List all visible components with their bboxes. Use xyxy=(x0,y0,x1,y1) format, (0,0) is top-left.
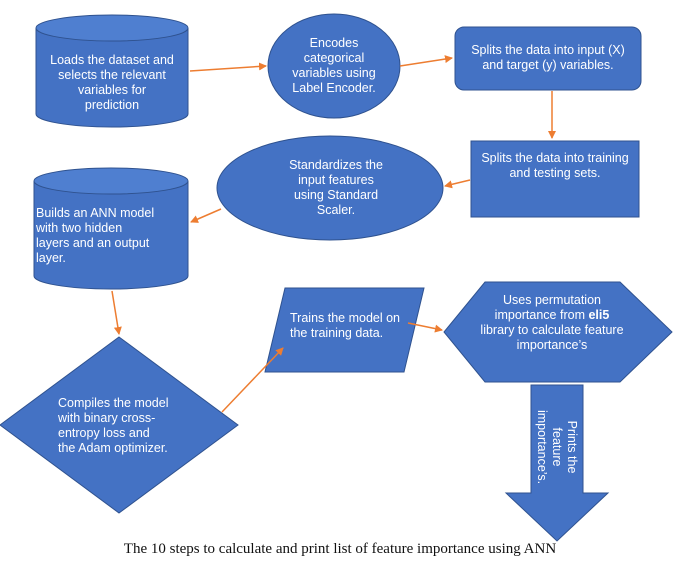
step-3-rounded-rect-shape xyxy=(454,26,642,91)
connector-8-to-9 xyxy=(407,322,443,333)
connector-5-to-6 xyxy=(190,208,222,223)
step-9-text: Uses permutation importance from eli5 li… xyxy=(476,292,628,354)
step-1-text: Loads the dataset and selects the releva… xyxy=(50,53,174,112)
step-7-text: Compiles the model with binary cross-ent… xyxy=(58,396,169,455)
step-5-ellipse-shape xyxy=(216,135,444,241)
step-4-rect-shape xyxy=(470,140,640,218)
figure-caption: The 10 steps to calculate and print list… xyxy=(123,541,557,557)
step-7-diamond-shape xyxy=(0,336,239,514)
connector-7-to-8 xyxy=(221,347,284,413)
step-4-text: Splits the data into training and testin… xyxy=(481,151,629,180)
step-8-parallelogram-shape xyxy=(264,287,425,373)
connector-1-to-2 xyxy=(189,62,267,72)
connector-6-to-7 xyxy=(111,290,122,335)
connector-4-to-5 xyxy=(444,179,471,189)
step-9-hexagon-shape xyxy=(443,281,673,383)
connector-2-to-3 xyxy=(399,55,453,67)
step-3-text: Splits the data into input (X) and targe… xyxy=(471,43,625,72)
step-10-down-arrow-shape xyxy=(504,384,610,542)
step-5-text: Standardizes the input features using St… xyxy=(289,158,383,217)
step-6-text: Builds an ANN model with two hidden laye… xyxy=(36,206,155,265)
step-1-cylinder-shape xyxy=(35,14,189,128)
step-8-text: Trains the model on the training data. xyxy=(290,311,401,340)
step-10-text: Prints the feature importance’s. xyxy=(535,409,580,485)
step-6-cylinder-shape xyxy=(33,167,189,290)
step-2-text: Encodes categorical variables using Labe… xyxy=(292,36,376,95)
step-9-text-line: Uses permutation importance from eli5 li… xyxy=(480,293,624,352)
